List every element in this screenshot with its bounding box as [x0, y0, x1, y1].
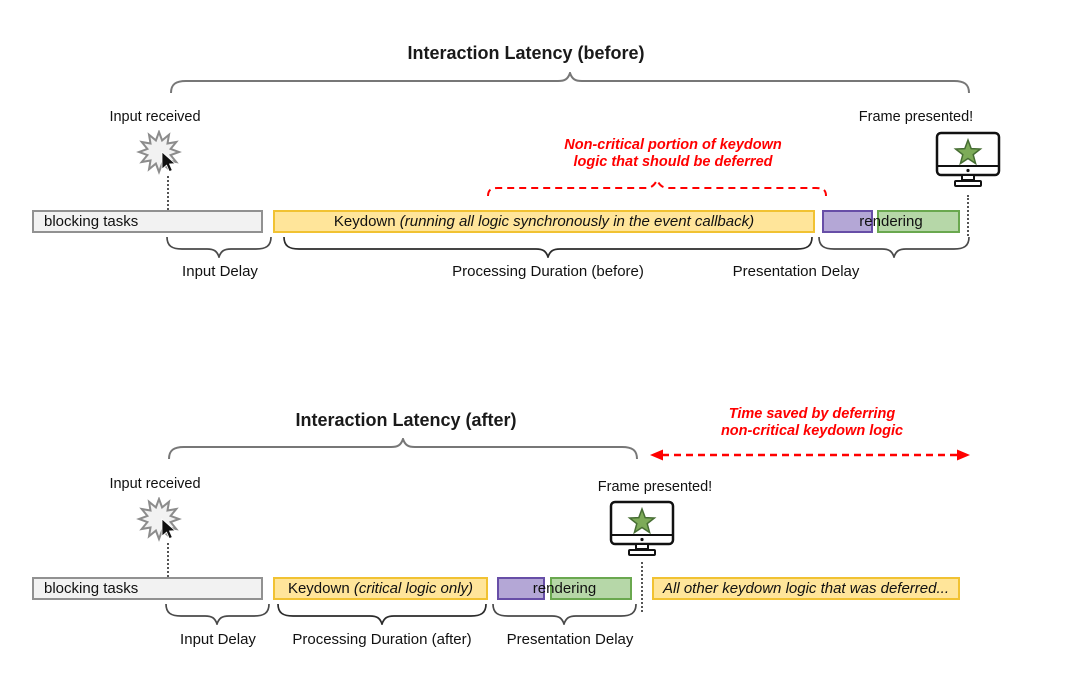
click-starburst-icon: [136, 497, 182, 542]
before-processing-label: Processing Duration (before): [452, 263, 644, 280]
click-starburst-icon: [136, 130, 182, 175]
time-saved-arrow: [650, 449, 970, 461]
after-input-delay-brace: [165, 603, 270, 625]
before-rendering-bar: [877, 210, 960, 233]
before-title: Interaction Latency (before): [407, 43, 645, 63]
before-section: Interaction Latency (before) Input recei…: [0, 0, 1071, 330]
before-red-annotation-line1: Non-critical portion of keydown: [564, 137, 782, 153]
after-red-annotation-line1: Time saved by deferring: [728, 406, 896, 422]
before-presentation-label: Presentation Delay: [732, 263, 860, 280]
before-input-delay-label: Input Delay: [182, 263, 258, 280]
after-keydown-label: Keydown (critical logic only): [287, 580, 474, 597]
after-title: Interaction Latency (after): [295, 410, 517, 430]
after-presentation-label: Presentation Delay: [506, 631, 634, 648]
after-rendering-label: rendering: [532, 580, 597, 597]
before-rendering-label: rendering: [859, 213, 923, 230]
after-presentation-brace: [492, 603, 637, 625]
before-paint-bar: [822, 210, 873, 233]
monitor-frame-icon: [609, 500, 675, 556]
after-deferred-label: All other keydown logic that was deferre…: [663, 580, 949, 597]
before-input-dotted-line: [167, 176, 169, 210]
before-frame-presented-label: Frame presented!: [858, 109, 974, 125]
before-keydown-label: Keydown (running all logic synchronously…: [333, 213, 755, 230]
after-frame-dotted-line: [641, 562, 643, 612]
star-icon: [953, 137, 983, 166]
before-input-delay-brace: [166, 236, 272, 258]
before-total-brace: [170, 72, 970, 94]
after-red-annotation: Time saved by deferring non-critical key…: [721, 406, 903, 440]
after-red-annotation-line2: non-critical keydown logic: [720, 423, 904, 439]
after-input-received-label: Input received: [109, 476, 201, 492]
after-processing-label: Processing Duration (after): [292, 631, 472, 648]
after-processing-brace: [277, 603, 487, 625]
after-keydown-bar: Keydown (critical logic only): [273, 577, 488, 600]
after-input-dotted-line: [167, 543, 169, 577]
after-deferred-bar: All other keydown logic that was deferre…: [652, 577, 960, 600]
before-keydown-bar: Keydown (running all logic synchronously…: [273, 210, 815, 233]
non-critical-dashed-brace: [487, 179, 827, 197]
after-frame-presented-label: Frame presented!: [597, 479, 713, 495]
before-red-annotation: Non-critical portion of keydown logic th…: [564, 137, 782, 171]
before-blocking-tasks-bar: blocking tasks: [32, 210, 263, 233]
before-blocking-tasks-label: blocking tasks: [44, 213, 139, 230]
after-section: Interaction Latency (after) Time saved b…: [0, 330, 1071, 690]
monitor-frame-icon: [935, 131, 1001, 187]
after-blocking-tasks-label: blocking tasks: [44, 580, 139, 597]
cursor-icon: [161, 518, 176, 540]
after-rendering-bar: [550, 577, 632, 600]
after-total-brace: [168, 438, 638, 460]
after-input-delay-label: Input Delay: [180, 631, 256, 648]
before-processing-brace: [283, 236, 813, 258]
cursor-icon: [161, 151, 176, 173]
after-blocking-tasks-bar: blocking tasks: [32, 577, 263, 600]
after-paint-bar: [497, 577, 545, 600]
before-presentation-brace: [818, 236, 970, 258]
star-icon: [627, 506, 657, 535]
before-frame-dotted-line: [967, 195, 969, 236]
before-red-annotation-line2: logic that should be deferred: [573, 154, 773, 170]
before-input-received-label: Input received: [109, 109, 201, 125]
